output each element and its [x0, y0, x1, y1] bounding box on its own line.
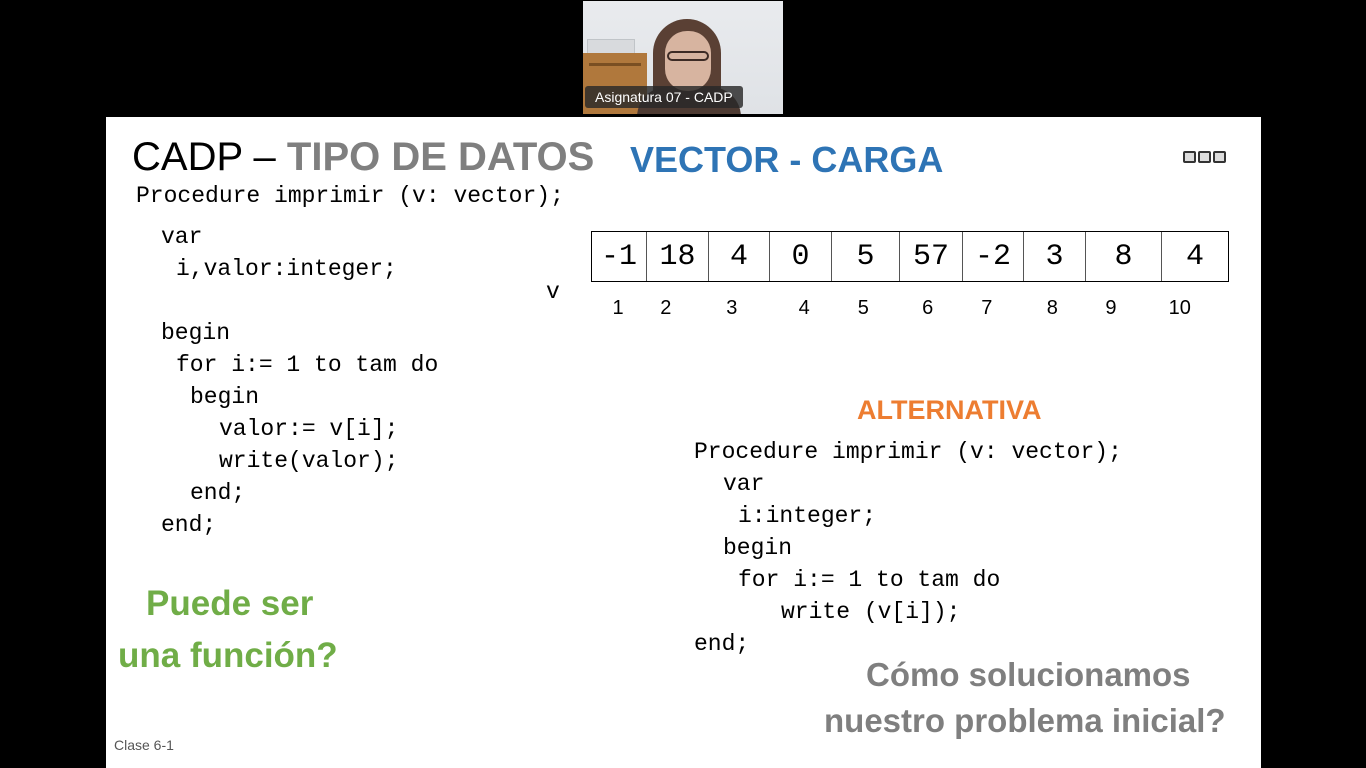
question-problem-line1: Cómo solucionamos	[866, 656, 1191, 693]
vector-cell: 4	[1185, 239, 1204, 274]
code-right-line: for i:= 1 to tam do	[738, 567, 1001, 593]
question-problem-line2: nuestro problema inicial?	[824, 702, 1226, 739]
vector-cells: -1 18 4 0 5 57 -2 3 8 4	[591, 231, 1229, 282]
vector-cell: 8	[1086, 232, 1162, 281]
code-left-line: begin	[190, 384, 260, 410]
slide-title-prefix: CADP –	[132, 135, 287, 179]
vector-index: 5	[857, 297, 869, 319]
code-right-line: Procedure imprimir (v: vector);	[694, 439, 1122, 465]
vector-cell: 4	[709, 232, 770, 281]
vector-index: 3	[726, 297, 738, 319]
vector-index: 9	[1105, 297, 1117, 319]
vector-cell: -2	[963, 232, 1024, 281]
view-control-icon[interactable]	[1198, 151, 1211, 163]
code-right-line: begin	[723, 535, 793, 561]
vector-index: 4	[798, 297, 810, 319]
code-left-line: end;	[161, 512, 217, 538]
code-left-line: valor:= v[i];	[219, 416, 399, 442]
code-left-line: for i:= 1 to tam do	[176, 352, 439, 378]
vector-indices: 1 2 3 4 5 6 7 8 9 10	[591, 297, 1229, 320]
code-left-line: Procedure imprimir (v: vector);	[136, 183, 564, 209]
view-control-icon[interactable]	[1213, 151, 1226, 163]
vector-cell: -1	[592, 232, 647, 281]
vector-index: 1	[612, 297, 624, 319]
slide-subtitle: VECTOR - CARGA	[630, 139, 944, 180]
vector-index: 10	[1168, 297, 1191, 319]
vector-cell: 18	[647, 232, 709, 281]
code-left-line: i,valor:integer;	[176, 256, 397, 282]
vector-index: 6	[922, 297, 934, 319]
code-right-line: write (v[i]);	[781, 599, 961, 625]
vector-index: 2	[660, 297, 672, 319]
vector-index: 8	[1046, 297, 1058, 319]
vector-cell: 5	[832, 232, 900, 281]
code-left-line: begin	[161, 320, 231, 346]
slide-footer: Clase 6-1	[114, 737, 174, 753]
view-control-icon[interactable]	[1183, 151, 1196, 163]
slide-title: CADP – TIPO DE DATOS	[132, 135, 594, 180]
participant-name-label: Asignatura 07 - CADP	[585, 86, 743, 108]
code-left-line: end;	[190, 480, 246, 506]
vector-index: 7	[981, 297, 993, 319]
vector-cell: 57	[900, 232, 963, 281]
code-left-line: write(valor);	[219, 448, 399, 474]
code-right-line: var	[723, 471, 765, 497]
slide-view-controls[interactable]	[1183, 151, 1226, 163]
question-function-line2: una función?	[118, 636, 338, 675]
vector-label: v	[546, 279, 560, 305]
code-right-line: end;	[694, 631, 750, 657]
slide-title-topic: TIPO DE DATOS	[286, 135, 595, 179]
question-function-line1: Puede ser	[146, 584, 314, 623]
code-left-line: var	[161, 224, 203, 250]
vector-cell: 0	[770, 232, 832, 281]
participant-face	[665, 31, 711, 91]
participant-glasses	[667, 51, 709, 61]
code-right-line: i:integer;	[738, 503, 877, 529]
vector-cell: 3	[1024, 232, 1086, 281]
alternative-heading: ALTERNATIVA	[857, 395, 1042, 425]
shared-slide: CADP – TIPO DE DATOS VECTOR - CARGA Proc…	[106, 117, 1261, 768]
participant-video-tile[interactable]: Asignatura 07 - CADP	[583, 1, 783, 114]
